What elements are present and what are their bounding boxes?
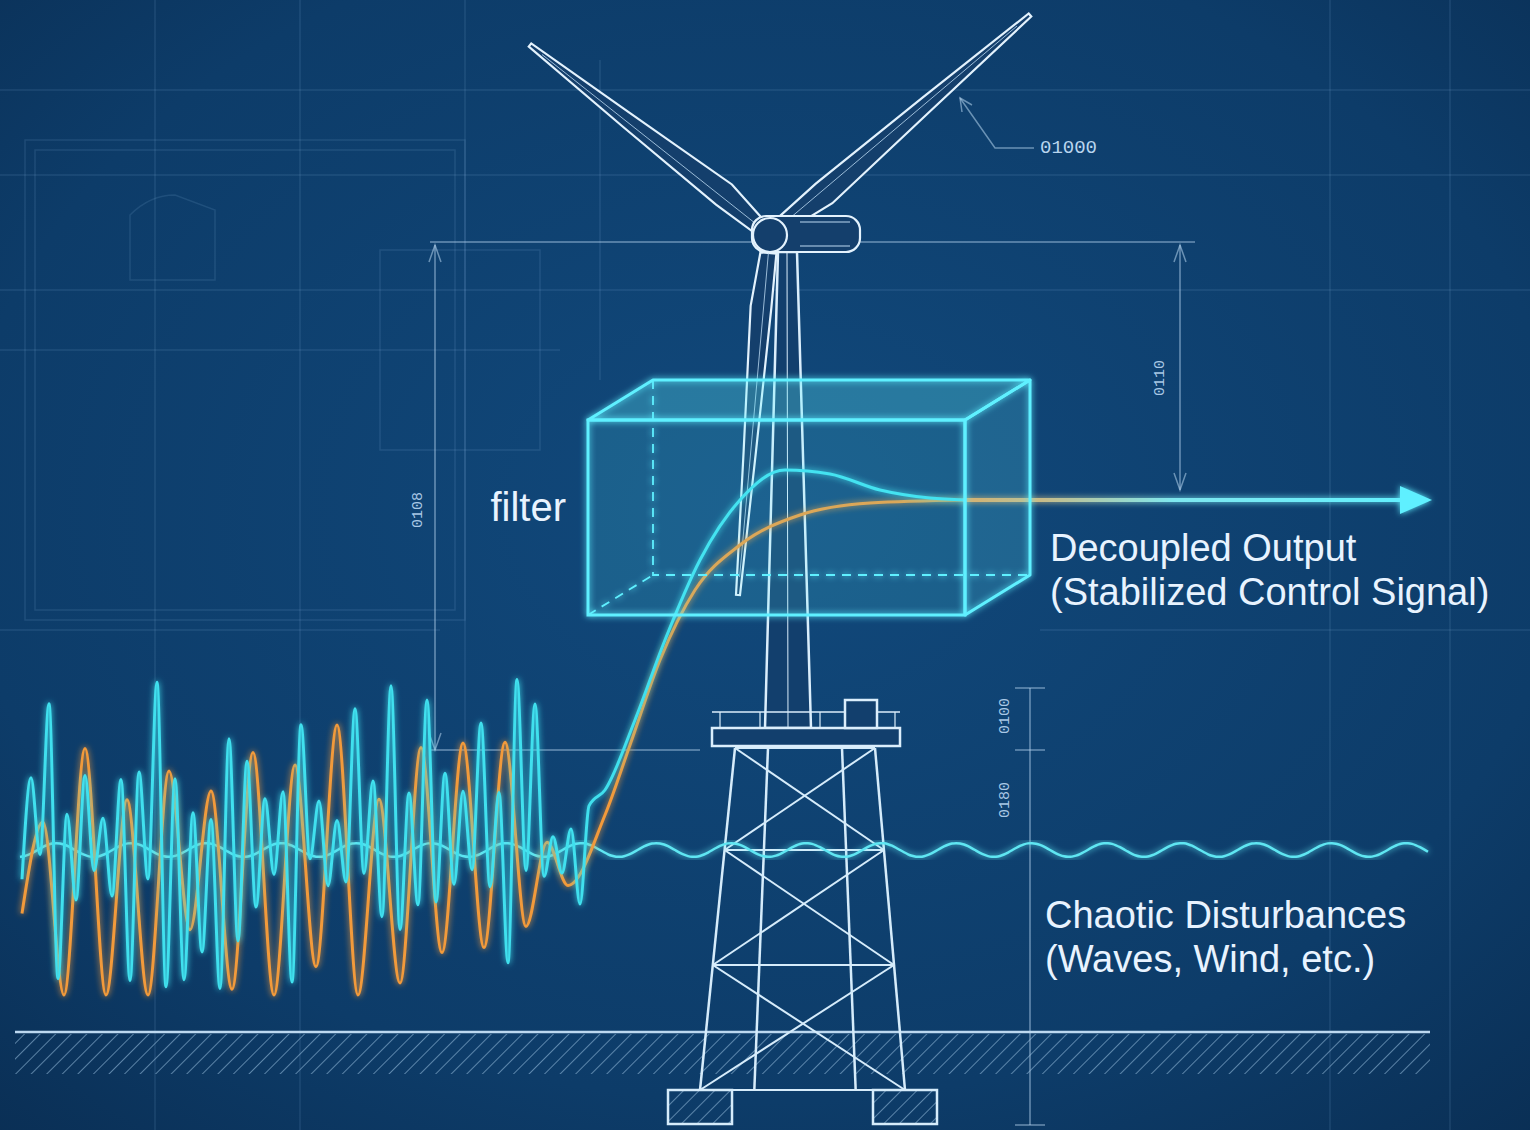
label-holder: 01000 <box>1040 137 1097 160</box>
jacket-ring <box>713 964 894 966</box>
dimension-tick <box>1015 1124 1045 1126</box>
platform-equipment <box>845 700 877 728</box>
jacket-brace <box>725 850 894 965</box>
ghost-machine <box>130 195 215 280</box>
label-holder: 0110 <box>1150 360 1170 396</box>
node-text-holder: filter <box>490 483 566 531</box>
jacket-leg <box>700 748 735 1090</box>
box-side-face <box>965 380 1030 615</box>
pile-footing <box>873 1090 937 1124</box>
dimension-number: 0180 <box>997 782 1015 818</box>
grid-line <box>0 629 440 631</box>
label-holder: Decoupled Output (Stabilized Control Sig… <box>1050 526 1520 614</box>
filter-box: filter <box>588 380 1030 615</box>
output-caption: Decoupled Output (Stabilized Control Sig… <box>1050 526 1520 614</box>
dimension-arrow <box>429 245 441 750</box>
nacelle <box>752 216 860 252</box>
grid-line <box>0 174 1530 176</box>
rotor-hub <box>753 218 787 252</box>
dimension-line <box>1179 245 1181 490</box>
box-hidden-edges <box>588 380 1030 615</box>
ghost-building <box>25 140 465 620</box>
platform-deck <box>712 728 900 746</box>
sea-surface <box>20 843 1428 857</box>
dimension-number: 01000 <box>1040 137 1097 160</box>
dimension-number: 0100 <box>997 698 1015 734</box>
dimension-line <box>434 245 436 750</box>
dimension-line <box>430 749 700 751</box>
wave-line <box>20 843 1428 857</box>
jacket-brace <box>713 965 905 1090</box>
jacket-foundation <box>668 748 937 1124</box>
label-holder: 0100 <box>995 698 1015 734</box>
disturbance-caption: Chaotic Disturbances (Waves, Wind, etc.) <box>1045 893 1455 981</box>
output-arrowhead <box>1400 486 1432 514</box>
jacket-leg <box>754 748 768 1090</box>
dimension-number: 0110 <box>1152 360 1170 396</box>
filter-label: filter <box>490 483 566 531</box>
jacket-brace <box>735 748 884 850</box>
seabed-hatch <box>15 1034 1430 1074</box>
ghost-frame <box>380 250 540 450</box>
jacket-leg <box>875 748 905 1090</box>
filter-outline <box>588 380 1030 615</box>
jacket-leg <box>842 748 856 1090</box>
jacket-brace <box>700 965 894 1090</box>
dimension-tick <box>1015 749 1045 751</box>
leader-arrow <box>960 98 972 112</box>
pile-footing <box>668 1090 732 1124</box>
jacket-brace <box>725 748 875 850</box>
output-arrow <box>965 486 1432 514</box>
box-top-face <box>588 380 1030 420</box>
blade-spar <box>770 26 1017 235</box>
ghost-building <box>35 150 455 610</box>
seabed <box>15 1032 1430 1074</box>
grid-line <box>0 349 560 351</box>
grid-line <box>1040 629 1530 631</box>
jacket-brace <box>713 850 884 965</box>
dimension-arrow <box>1174 245 1186 490</box>
label-holder: Chaotic Disturbances (Waves, Wind, etc.) <box>1045 893 1455 981</box>
label-holder: 0108 <box>408 492 428 528</box>
grid-line <box>0 89 1530 91</box>
dimension-number: 0108 <box>410 492 428 528</box>
leader-line <box>960 98 1034 148</box>
grid-line <box>299 0 301 1130</box>
label-holder: 0180 <box>995 782 1015 818</box>
grid-line <box>1449 0 1451 1130</box>
box-front-face <box>588 420 965 615</box>
jacket-ring <box>735 747 875 749</box>
nacelle-detail <box>800 222 850 246</box>
dimension-tick <box>1015 687 1045 689</box>
blade-spar <box>542 55 770 236</box>
seabed-line <box>15 1031 1430 1034</box>
